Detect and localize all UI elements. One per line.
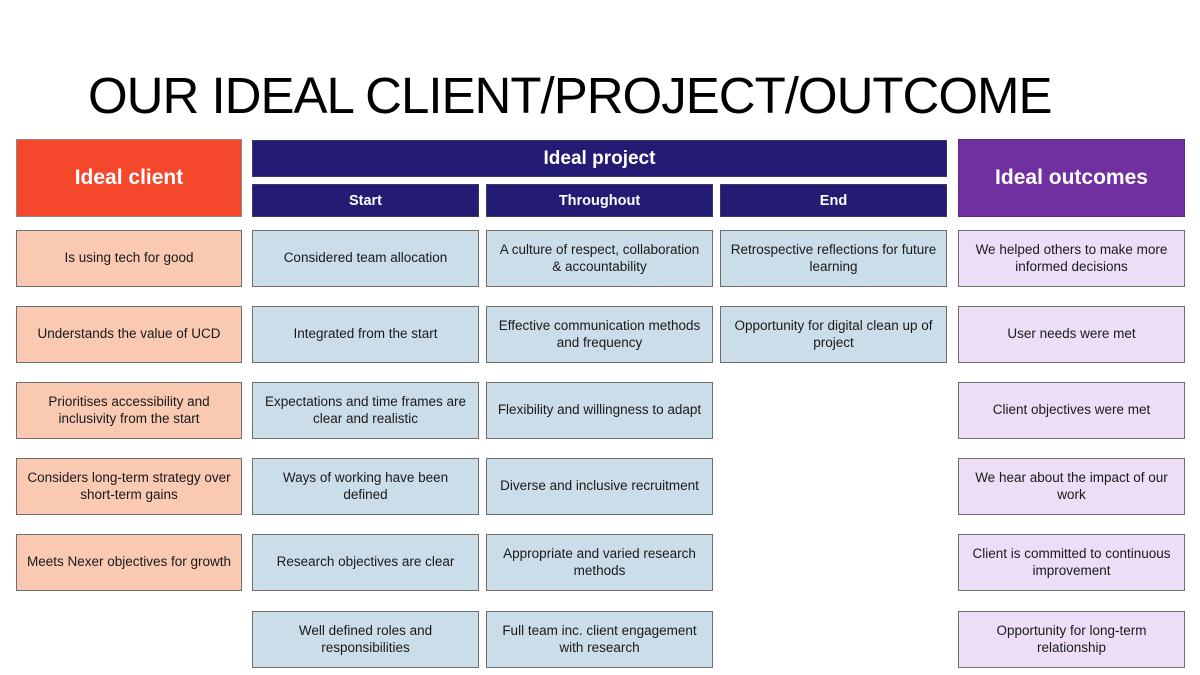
start-cell: Expectations and time frames are clear a… bbox=[252, 382, 479, 439]
throughout-cell: Appropriate and varied research methods bbox=[486, 534, 713, 591]
throughout-cell: Flexibility and willingness to adapt bbox=[486, 382, 713, 439]
client-cell: Considers long-term strategy over short-… bbox=[16, 458, 242, 515]
project-column-header: Ideal project bbox=[252, 140, 947, 177]
start-cell: Considered team allocation bbox=[252, 230, 479, 287]
client-cell: Meets Nexer objectives for growth bbox=[16, 534, 242, 591]
throughout-cell: Full team inc. client engagement with re… bbox=[486, 611, 713, 668]
start-cell: Well defined roles and responsibilities bbox=[252, 611, 479, 668]
throughout-cell: Effective communication methods and freq… bbox=[486, 306, 713, 363]
client-cell: Understands the value of UCD bbox=[16, 306, 242, 363]
client-cell: Prioritises accessibility and inclusivit… bbox=[16, 382, 242, 439]
throughout-cell: A culture of respect, collaboration & ac… bbox=[486, 230, 713, 287]
slide-title: OUR IDEAL CLIENT/PROJECT/OUTCOME bbox=[88, 67, 1053, 124]
outcome-cell: Opportunity for long-term relationship bbox=[958, 611, 1185, 668]
outcomes-column-header: Ideal outcomes bbox=[958, 139, 1185, 217]
subheader-start: Start bbox=[252, 184, 479, 217]
client-column-header: Ideal client bbox=[16, 139, 242, 217]
start-cell: Integrated from the start bbox=[252, 306, 479, 363]
subheader-throughout: Throughout bbox=[486, 184, 713, 217]
outcome-cell: Client is committed to continuous improv… bbox=[958, 534, 1185, 591]
start-cell: Research objectives are clear bbox=[252, 534, 479, 591]
end-cell: Retrospective reflections for future lea… bbox=[720, 230, 947, 287]
outcome-cell: We hear about the impact of our work bbox=[958, 458, 1185, 515]
client-cell: Is using tech for good bbox=[16, 230, 242, 287]
start-cell: Ways of working have been defined bbox=[252, 458, 479, 515]
outcome-cell: User needs were met bbox=[958, 306, 1185, 363]
outcome-cell: We helped others to make more informed d… bbox=[958, 230, 1185, 287]
subheader-end: End bbox=[720, 184, 947, 217]
end-cell: Opportunity for digital clean up of proj… bbox=[720, 306, 947, 363]
throughout-cell: Diverse and inclusive recruitment bbox=[486, 458, 713, 515]
outcome-cell: Client objectives were met bbox=[958, 382, 1185, 439]
